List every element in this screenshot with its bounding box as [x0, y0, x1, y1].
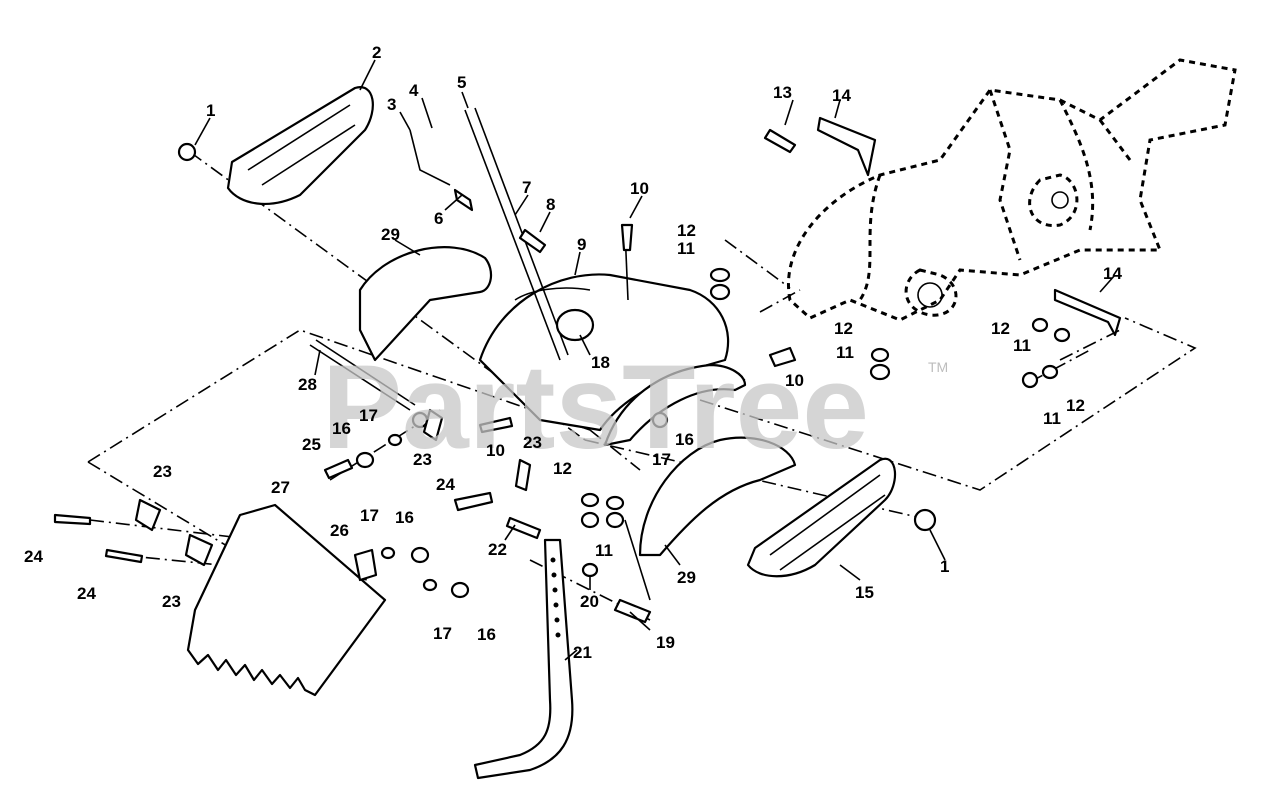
- side-deflector-left: [358, 246, 493, 362]
- callout-11-right-b: 11: [1043, 409, 1061, 428]
- callout-20: 20: [580, 592, 599, 611]
- callout-22: 22: [488, 540, 507, 559]
- rear-drag-flap: [186, 503, 387, 697]
- callout-14-upper: 14: [832, 86, 851, 105]
- callout-12-lower: 12: [553, 459, 572, 478]
- callout-24-a: 24: [436, 475, 455, 494]
- callout-1-right: 1: [940, 557, 949, 576]
- callout-23-b: 23: [413, 450, 432, 469]
- callout-28: 28: [298, 375, 317, 394]
- callout-12-right-b: 12: [1066, 396, 1085, 415]
- callout-5: 5: [457, 73, 466, 92]
- callout-15: 15: [855, 583, 874, 602]
- mounting-bracket-upper: [816, 116, 877, 177]
- callout-14-lower: 14: [1103, 264, 1122, 283]
- callout-19: 19: [656, 633, 675, 652]
- callout-23-d: 23: [162, 592, 181, 611]
- callout-10-top: 10: [630, 179, 649, 198]
- fasteners: [53, 128, 1071, 624]
- callout-12-right-a: 12: [991, 319, 1010, 338]
- callout-1-left: 1: [206, 101, 215, 120]
- callout-29-left: 29: [381, 225, 400, 244]
- side-deflector-right: [603, 363, 797, 557]
- callout-2: 2: [372, 43, 381, 62]
- callout-27: 27: [271, 478, 290, 497]
- callout-8: 8: [546, 195, 555, 214]
- callout-23-a: 23: [153, 462, 172, 481]
- callout-4: 4: [409, 81, 419, 100]
- callout-12-mid: 12: [834, 319, 853, 338]
- callout-26: 26: [330, 521, 349, 540]
- callout-16-a: 16: [332, 419, 351, 438]
- callout-labels: 1 2 3 4 5 6 7 8 9 10 10 10 11 11 11 11 1…: [24, 43, 1122, 662]
- callout-13: 13: [773, 83, 792, 102]
- callout-24-c: 24: [77, 584, 96, 603]
- callout-21: 21: [573, 643, 592, 662]
- callout-18: 18: [591, 353, 610, 372]
- watermark-trademark: TM: [928, 359, 948, 375]
- depth-bar: [473, 538, 574, 780]
- engine-housing-outline: [787, 58, 1237, 322]
- watermark: PartsTree TM: [322, 340, 948, 474]
- callout-23-c: 23: [523, 433, 542, 452]
- watermark-text: PartsTree: [322, 340, 869, 474]
- callout-24-b: 24: [24, 547, 43, 566]
- callout-3: 3: [387, 95, 396, 114]
- callout-25: 25: [302, 435, 321, 454]
- leader-lines: [194, 59, 1116, 661]
- callout-17-b: 17: [652, 450, 671, 469]
- callout-6: 6: [434, 209, 443, 228]
- callout-17-c: 17: [360, 506, 379, 525]
- callout-9: 9: [577, 235, 586, 254]
- callout-12-top: 12: [677, 221, 696, 240]
- callout-16-c: 16: [395, 508, 414, 527]
- callout-17-a: 17: [359, 406, 378, 425]
- side-shield-left: [226, 86, 374, 206]
- callout-11-top: 11: [677, 239, 695, 258]
- callout-11-right-a: 11: [1013, 336, 1031, 355]
- callout-10-hood: 10: [785, 371, 804, 390]
- side-shield-right: [746, 457, 897, 578]
- callout-11-mid: 11: [836, 343, 854, 362]
- mounting-bracket-lower: [1053, 288, 1122, 337]
- callout-7: 7: [522, 178, 531, 197]
- control-linkage: [309, 107, 669, 601]
- callout-10-lower: 10: [486, 441, 505, 460]
- callout-29-right: 29: [677, 568, 696, 587]
- callout-17-d: 17: [433, 624, 452, 643]
- callout-16-b: 16: [675, 430, 694, 449]
- callout-16-d: 16: [477, 625, 496, 644]
- callout-11-lower: 11: [595, 541, 613, 560]
